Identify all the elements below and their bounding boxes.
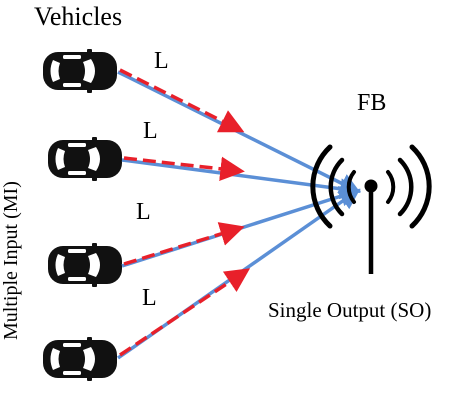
- car-icon: [48, 137, 122, 181]
- fb-label: FB: [357, 90, 387, 116]
- blue-link-2: [121, 158, 362, 200]
- vehicle-2: [48, 137, 122, 181]
- vehicle-3: [48, 243, 122, 287]
- red-link-2: [123, 156, 245, 181]
- car-icon: [48, 243, 122, 287]
- single-output-label: Single Output (SO): [268, 298, 432, 322]
- car-icon: [43, 337, 117, 381]
- link-label: L: [142, 285, 157, 311]
- vehicles-title: Vehicles: [34, 2, 123, 31]
- vehicle-4: [43, 337, 117, 381]
- link-label: L: [154, 48, 169, 74]
- red-link-3: [123, 222, 245, 266]
- signal-wave-icon: [310, 144, 432, 229]
- link-label: L: [136, 199, 151, 225]
- red-link-4: [119, 268, 251, 357]
- red-link-1: [119, 68, 245, 133]
- car-icon: [43, 49, 117, 93]
- link-label: L: [143, 118, 158, 144]
- red-dashed-links: [119, 68, 251, 357]
- vehicle-1: [43, 49, 117, 93]
- multiple-input-label: Multiple Input (MI): [0, 181, 22, 340]
- antenna-icon: [364, 179, 378, 274]
